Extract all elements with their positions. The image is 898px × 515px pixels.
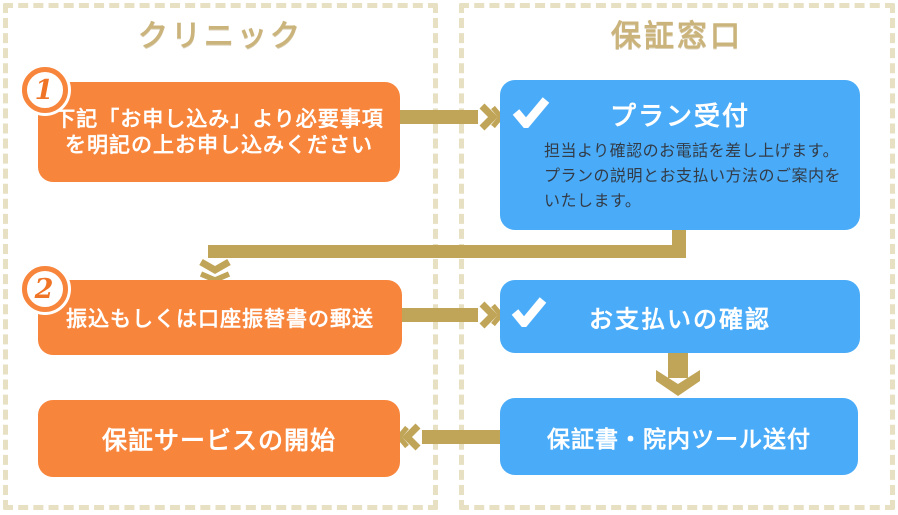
clinic-column-heading: クリニック: [138, 19, 303, 54]
step-2-number: 2: [34, 273, 54, 305]
step-1-badge: 1: [22, 67, 68, 113]
step-2-desk-box: お支払いの確認: [500, 280, 860, 353]
check-icon: [511, 297, 547, 327]
step-1-desk-description-line2: プランの説明とお支払い方法のご案内を: [544, 166, 842, 185]
step-1-desk-description-line1: 担当より確認のお電話を差し上げます。: [544, 141, 840, 160]
step-3-clinic-text: 保証サービスの開始: [101, 425, 336, 455]
step-2-desk-title: お支払いの確認: [589, 305, 771, 333]
elbow-connector-down-arrow-icon: [199, 230, 686, 283]
step-2-clinic-text: 振込もしくは口座振替書の郵送: [66, 306, 374, 331]
step-1-desk-box: プラン受付 担当より確認のお電話を差し上げます。 プランの説明とお支払い方法のご…: [500, 80, 860, 230]
step-1-desk-description-line3: いたします。: [544, 191, 642, 210]
step-1-clinic-text-line2: を明記の上お申し込みください: [65, 133, 373, 157]
step-1-desk-title: プラン受付: [609, 102, 750, 132]
step-1-clinic-box: 下記「お申し込み」より必要事項 を明記の上お申し込みください: [38, 82, 400, 182]
step-3-clinic-box: 保証サービスの開始: [38, 400, 400, 477]
step-2-clinic-box: 振込もしくは口座振替書の郵送: [38, 280, 402, 355]
step-1-number: 1: [34, 74, 54, 106]
step-1-clinic-text-line1: 下記「お申し込み」より必要事項: [54, 107, 384, 131]
step-2-badge: 2: [22, 266, 68, 312]
step-1-right-arrow-icon: [400, 103, 505, 131]
step-1-desk-description: 担当より確認のお電話を差し上げます。 プランの説明とお支払い方法のご案内を いた…: [544, 138, 844, 213]
down-arrow-icon: [656, 353, 700, 396]
step-3-desk-box: 保証書・院内ツール送付: [500, 398, 858, 475]
step-3-desk-title: 保証書・院内ツール送付: [547, 426, 811, 453]
step-2-right-arrow-icon: [402, 301, 505, 329]
guarantee-desk-column-heading: 保証窓口: [611, 19, 743, 54]
step-3-left-arrow-icon: [395, 423, 500, 451]
check-icon: [512, 97, 550, 128]
